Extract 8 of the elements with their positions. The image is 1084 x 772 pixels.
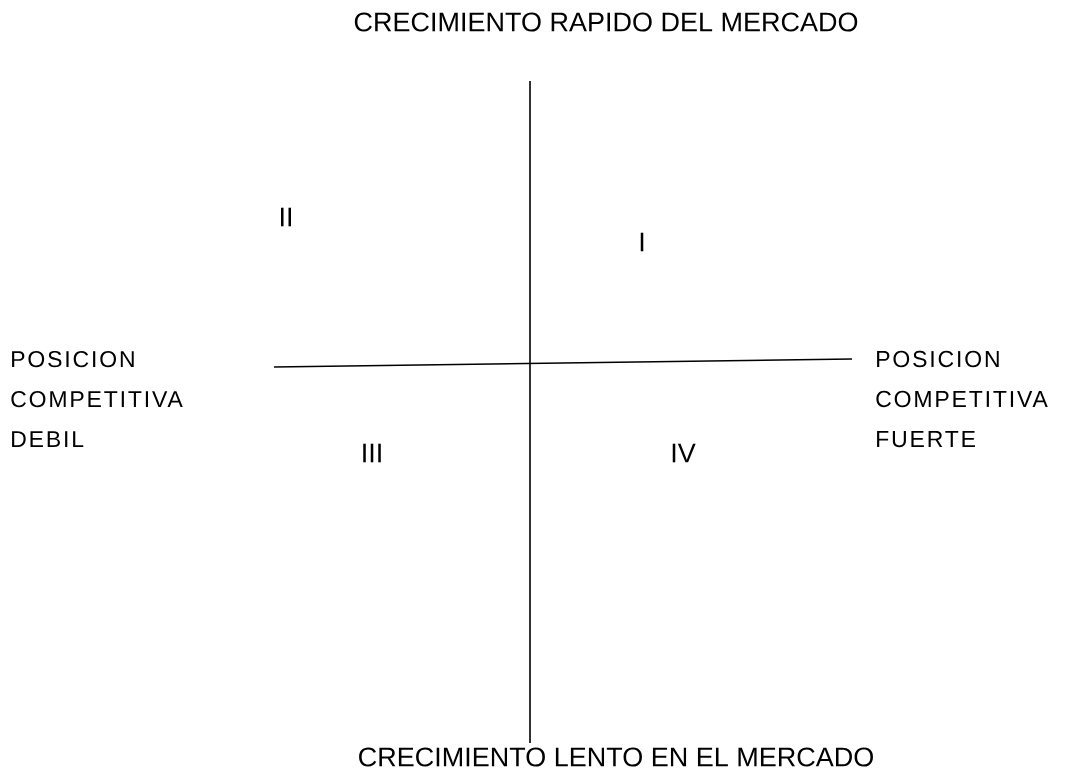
axis-label: CRECIMIENTO RAPIDO DEL MERCADO (354, 12, 858, 32)
quadrant-number: I (640, 232, 644, 252)
quadrant-number: III (363, 443, 381, 463)
quadrant-number: II (281, 207, 292, 227)
axis-label: POSICION COMPETITIVA DEBIL (11, 351, 183, 448)
quadrant-number: IV (672, 443, 696, 463)
axis-label: POSICION COMPETITIVA FUERTE (876, 350, 1048, 448)
axis-label: CRECIMIENTO LENTO EN EL MERCADO (359, 747, 873, 767)
